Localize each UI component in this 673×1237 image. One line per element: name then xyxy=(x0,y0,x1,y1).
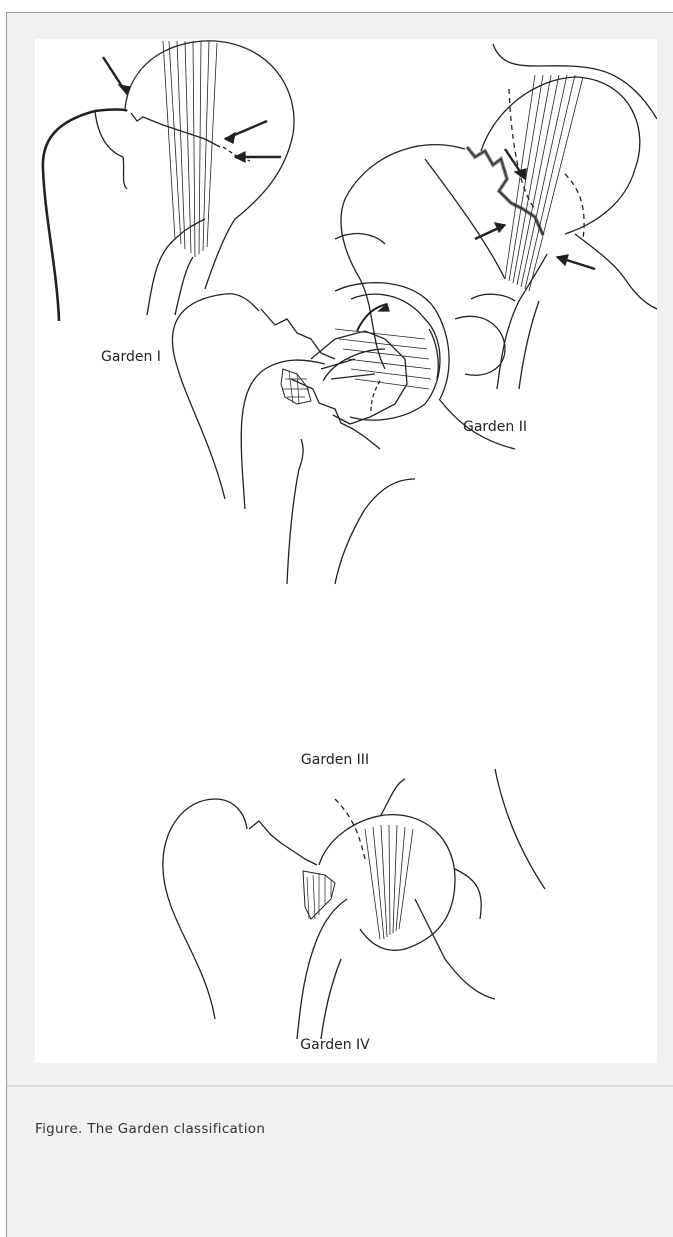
garden-iv-drawing: Garden IV xyxy=(163,769,545,1053)
garden-classification-illustration: Garden I Garden II xyxy=(35,39,657,1063)
garden-i-label: Garden I xyxy=(101,349,161,365)
caption-divider xyxy=(7,1085,673,1087)
garden-iii-label: Garden III xyxy=(301,752,369,768)
figure-panel: Garden I Garden II xyxy=(6,12,673,1237)
figure-caption: Figure. The Garden classification xyxy=(35,1121,265,1137)
garden-i-drawing: Garden I xyxy=(43,41,294,365)
garden-ii-drawing: Garden II xyxy=(341,44,657,435)
garden-iv-label: Garden IV xyxy=(300,1037,370,1053)
garden-iii-drawing: Garden III xyxy=(172,159,515,768)
garden-ii-label: Garden II xyxy=(463,419,527,435)
